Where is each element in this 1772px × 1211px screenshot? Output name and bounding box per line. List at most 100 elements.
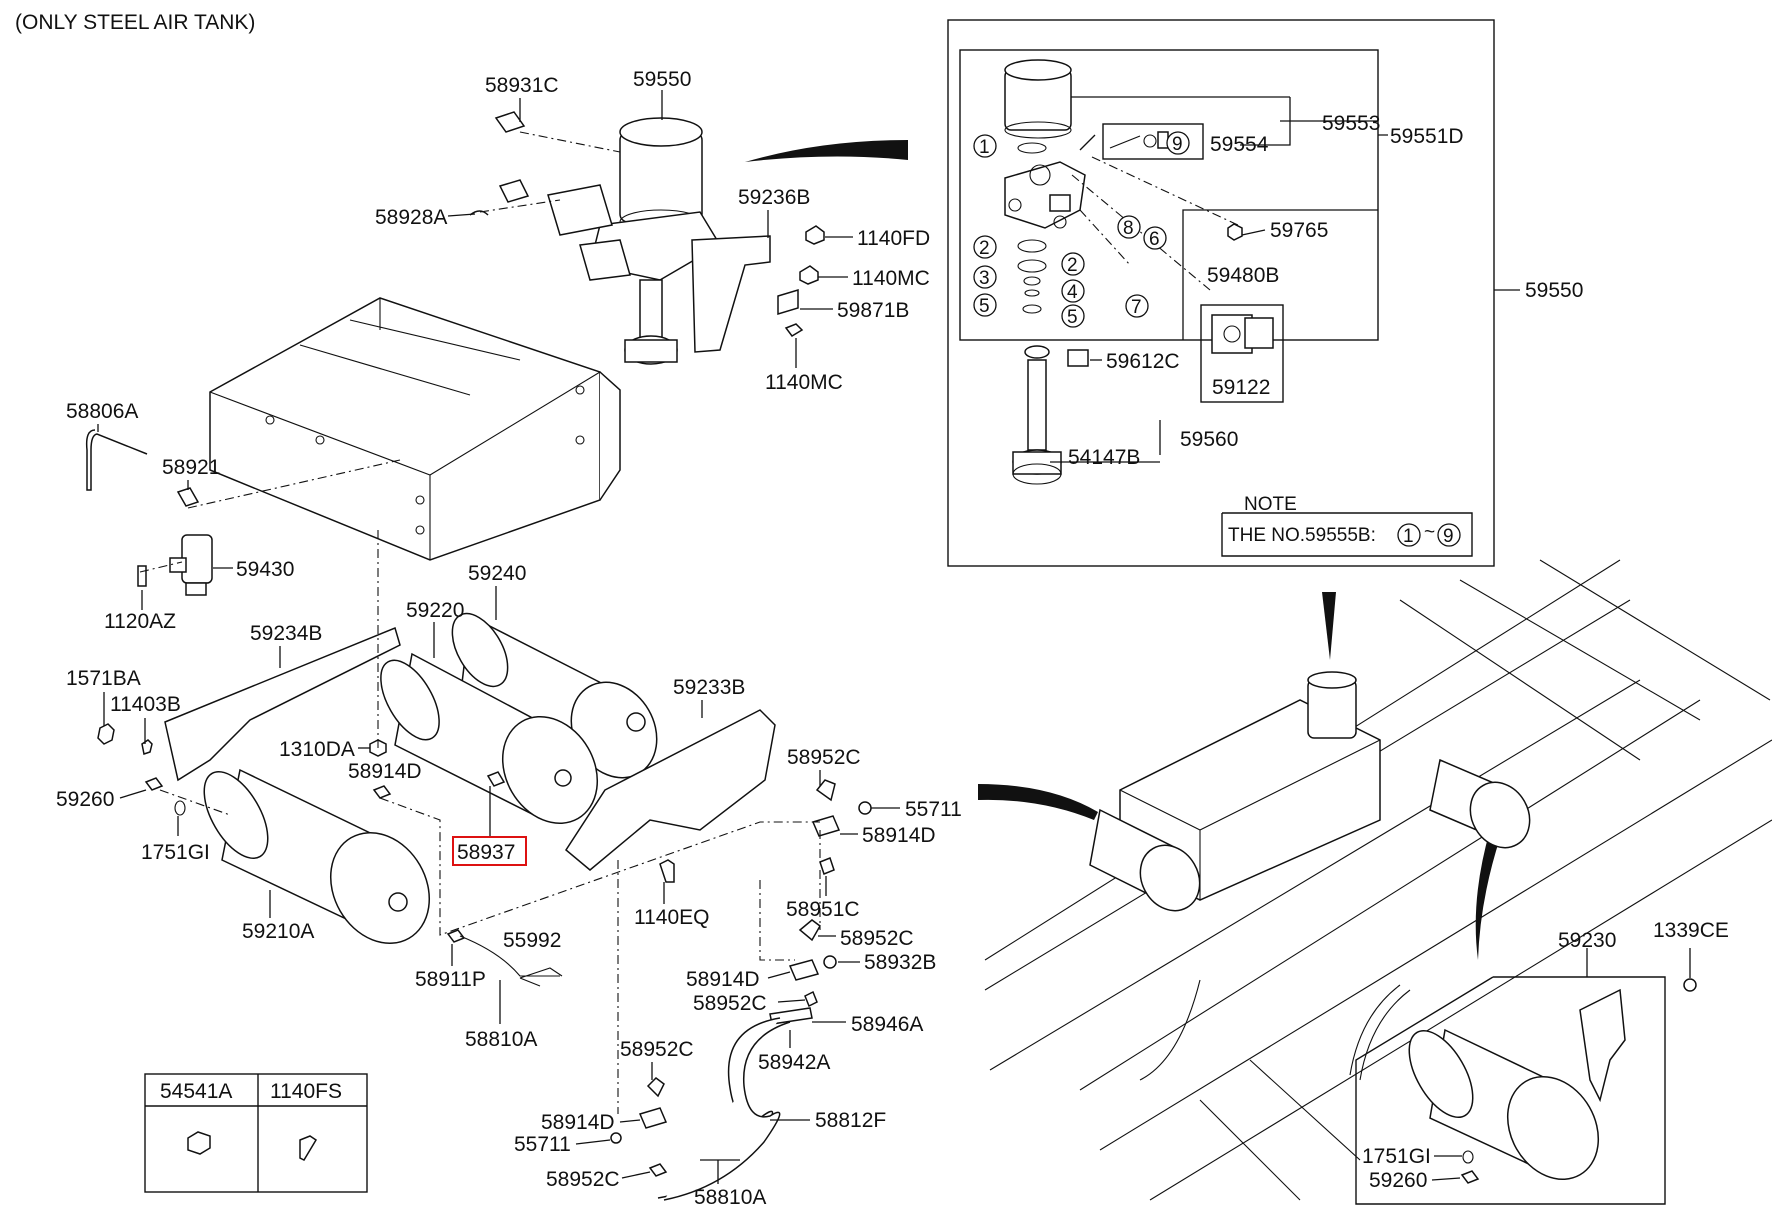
callout-9: 9 [1172, 134, 1183, 155]
chassis-view-drawing [984, 559, 1772, 1201]
fitting-58921-drawing [176, 487, 200, 507]
plug-58937-drawing [486, 771, 506, 787]
table-header-54541A: 54541A [160, 1080, 232, 1103]
label-58806A: 58806A [66, 400, 138, 423]
arrow-swoosh-top [745, 140, 908, 162]
bolt-1120AZ-drawing [137, 565, 147, 587]
label-59233B: 59233B [673, 676, 745, 699]
label-59260-b: 59260 [1369, 1169, 1427, 1192]
label-59430: 59430 [236, 558, 294, 581]
callout-1: 1 [979, 137, 990, 158]
part-table: 54541A 1140FS [144, 1073, 368, 1193]
label-58932B: 58932B [864, 951, 936, 974]
plug-55711-b-drawing [610, 1132, 622, 1144]
fitting-54541A-icon [187, 1131, 211, 1155]
callout-5a: 5 [979, 296, 990, 317]
callout-2a: 2 [979, 238, 990, 259]
table-header-1140FS: 1140FS [270, 1080, 342, 1103]
mounting-bracket-drawing [209, 297, 621, 561]
label-59560: 59560 [1180, 428, 1238, 451]
label-1751GI-b: 1751GI [1362, 1145, 1431, 1168]
label-55711-b: 55711 [514, 1133, 571, 1156]
bolt-1140EQ-drawing [659, 859, 675, 883]
air-tank-59220-drawing [380, 652, 599, 825]
label-58952C-d: 58952C [620, 1038, 694, 1061]
label-58951C: 58951C [786, 898, 860, 921]
label-54147B: 54147B [1068, 446, 1140, 469]
bolt-1140MC-b-drawing [784, 323, 804, 337]
callout-3: 3 [979, 268, 990, 289]
bolt-1571BA-drawing [97, 723, 115, 745]
label-1310DA: 1310DA [279, 738, 355, 761]
o-rings-drawing [1017, 239, 1047, 314]
label-59765: 59765 [1270, 219, 1328, 242]
label-59553: 59553 [1322, 112, 1380, 135]
arrow-down-detail [1322, 592, 1336, 660]
label-58914D-d: 58914D [541, 1111, 615, 1134]
label-59871B: 59871B [837, 299, 909, 322]
label-1140MC-a: 1140MC [852, 267, 930, 290]
label-58914D-c: 58914D [686, 968, 760, 991]
tee-58914D-d-drawing [638, 1107, 668, 1129]
arrow-swoosh-mid [978, 784, 1098, 820]
label-58937[interactable]: 58937 [457, 841, 515, 864]
tee-58914D-c-drawing [788, 959, 820, 981]
label-59480B: 59480B [1207, 264, 1279, 287]
label-59550-top: 59550 [633, 68, 691, 91]
plug-58914D-a-drawing [372, 785, 392, 799]
fitting-58911P-drawing [446, 929, 466, 943]
label-59612C: 59612C [1106, 350, 1180, 373]
label-1140FD: 1140FD [857, 227, 930, 250]
bracket-59236B-drawing [691, 235, 771, 353]
note-title: NOTE [1244, 494, 1297, 515]
note-callout-1: 1 [1403, 526, 1414, 547]
callout-2b: 2 [1067, 255, 1078, 276]
label-55711-a: 55711 [905, 798, 962, 821]
detail-box-59230 [1355, 948, 1697, 1205]
hose-58806A-drawing [85, 429, 148, 491]
washer-1751GI-drawing [174, 800, 186, 816]
bolt-11403B-drawing [141, 739, 153, 755]
diagram-caption: (ONLY STEEL AIR TANK) [15, 11, 255, 34]
strap-59234B-drawing [164, 626, 401, 782]
label-58914D-a: 58914D [348, 760, 422, 783]
label-1140EQ: 1140EQ [634, 906, 710, 929]
bolt-1140FD-drawing [805, 225, 825, 245]
label-59234B: 59234B [250, 622, 322, 645]
plug-59260-drawing [144, 777, 164, 791]
note-callout-9: 9 [1443, 526, 1454, 547]
callout-5b: 5 [1067, 307, 1078, 328]
note-text: THE NO.59555B: [1228, 525, 1376, 546]
dryer-pipe-drawing [1012, 345, 1062, 485]
label-58952C-c: 58952C [693, 992, 767, 1015]
label-58928A: 58928A [375, 206, 447, 229]
label-1571BA: 1571BA [66, 667, 141, 690]
hose-58810A-drawing [663, 1021, 791, 1201]
label-59240: 59240 [468, 562, 526, 585]
air-tank-59240-drawing [451, 612, 658, 779]
fitting-58952C-e-drawing [648, 1163, 668, 1177]
part-59765-drawing [1227, 223, 1243, 241]
fitting-58952C-a-drawing [815, 779, 836, 802]
air-tank-59210A-drawing [203, 768, 431, 944]
arrow-swoosh-low [1475, 830, 1500, 960]
fitting-58952C-c-drawing [804, 990, 818, 1008]
detail-box-air-dryer: 1 9 2 2 3 4 5 5 8 6 7 NOTE THE NO.59555B… [947, 19, 1520, 567]
bolt-1140FS-icon [299, 1135, 318, 1161]
label-1120AZ: 1120AZ [104, 610, 176, 633]
label-55992: 55992 [503, 929, 561, 952]
label-59210A: 59210A [242, 920, 314, 943]
hose-55992-drawing [459, 935, 560, 977]
plug-55711-drawing [858, 801, 872, 815]
label-58952C-b: 58952C [840, 927, 914, 950]
label-59554: 59554 [1210, 133, 1269, 156]
label-58810A-b: 58810A [694, 1186, 766, 1209]
strap-59233B-drawing [565, 709, 776, 871]
dryer-cartridge-drawing [1004, 59, 1086, 229]
plug-58932B-drawing [823, 955, 837, 969]
callout-8: 8 [1123, 218, 1134, 239]
label-58946A: 58946A [851, 1013, 923, 1036]
fitting-58952C-d-drawing [646, 1077, 665, 1098]
callout-6: 6 [1149, 229, 1160, 250]
label-58952C-a: 58952C [787, 746, 861, 769]
